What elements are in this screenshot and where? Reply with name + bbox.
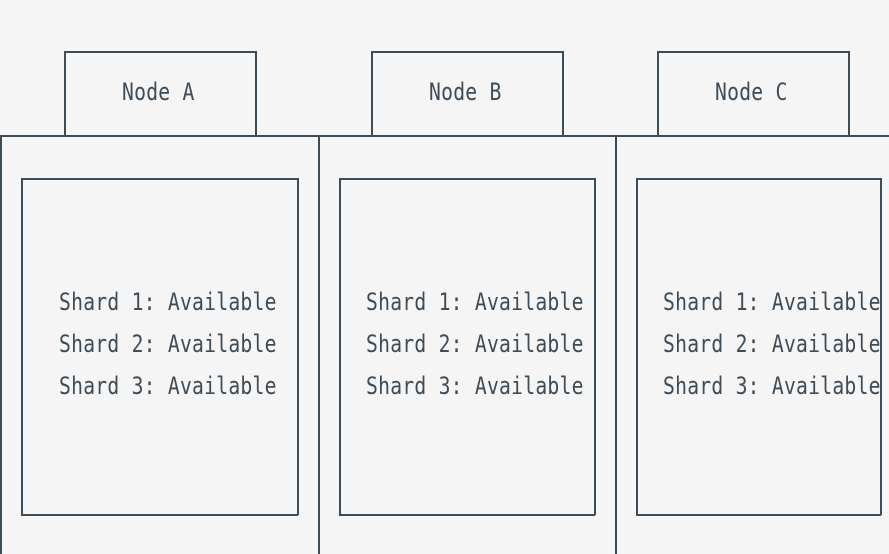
node-c-box-bottom xyxy=(636,514,881,516)
node-a-header-right xyxy=(255,51,257,135)
node-a-header-left xyxy=(64,51,66,135)
node-a-box-top xyxy=(21,178,298,180)
node-b-header-top xyxy=(371,51,563,53)
node-c-box-left xyxy=(636,178,638,515)
node-b-box-right xyxy=(594,178,596,515)
node-a-header-top xyxy=(64,51,256,53)
node-a-shard-3: Shard 3: Available xyxy=(59,372,277,400)
node-b-shard-3: Shard 3: Available xyxy=(366,372,584,400)
node-b-shard-2: Shard 2: Available xyxy=(366,330,584,358)
node-a-shard-2: Shard 2: Available xyxy=(59,330,277,358)
node-c-header-left xyxy=(657,51,659,135)
divider-line-bc xyxy=(615,135,617,554)
node-c-label: Node C xyxy=(715,78,788,106)
node-a-shard-1: Shard 1: Available xyxy=(59,288,277,316)
node-c-box-right xyxy=(880,178,882,515)
node-b-box-bottom xyxy=(339,514,595,516)
node-a-box-left xyxy=(21,178,23,515)
node-c-header-right xyxy=(848,51,850,135)
node-b-header-right xyxy=(562,51,564,135)
node-b-box-left xyxy=(339,178,341,515)
node-a-label: Node A xyxy=(122,78,195,106)
node-c-box-top xyxy=(636,178,881,180)
node-b-label: Node B xyxy=(429,78,502,106)
node-b-box-top xyxy=(339,178,595,180)
node-a-box-bottom xyxy=(21,514,298,516)
node-b-shard-1: Shard 1: Available xyxy=(366,288,584,316)
node-c-shard-3: Shard 3: Available xyxy=(663,372,881,400)
cluster-top-line xyxy=(0,135,889,137)
left-border-line xyxy=(0,135,2,554)
node-b-header-left xyxy=(371,51,373,135)
node-c-shard-2: Shard 2: Available xyxy=(663,330,881,358)
node-a-box-right xyxy=(297,178,299,515)
divider-line-ab xyxy=(318,135,320,554)
node-c-header-top xyxy=(657,51,849,53)
node-c-shard-1: Shard 1: Available xyxy=(663,288,881,316)
